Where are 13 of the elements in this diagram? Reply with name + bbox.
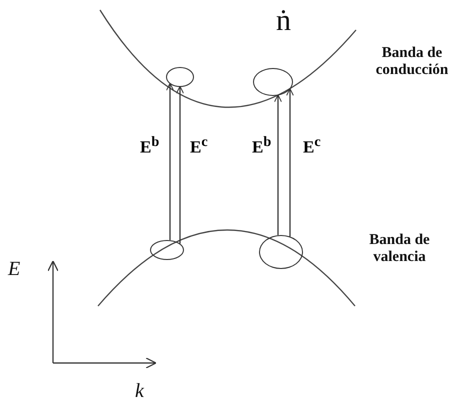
band-symbol: ṅ <box>276 4 291 38</box>
carrier-pocket-ellipse <box>166 67 194 87</box>
band-label: Banda de valencia <box>368 232 431 266</box>
arrow <box>166 82 174 240</box>
arrow <box>274 94 282 236</box>
arrow <box>286 88 294 236</box>
carrier-pocket-ellipse <box>150 240 184 260</box>
carrier-pocket-ellipse <box>253 68 293 96</box>
axis-label: k <box>135 380 144 403</box>
band-label: Banda de conducción <box>374 45 450 80</box>
axis-label: E <box>8 258 20 281</box>
arrow <box>176 86 184 244</box>
carrier-pocket-ellipse <box>259 235 303 269</box>
